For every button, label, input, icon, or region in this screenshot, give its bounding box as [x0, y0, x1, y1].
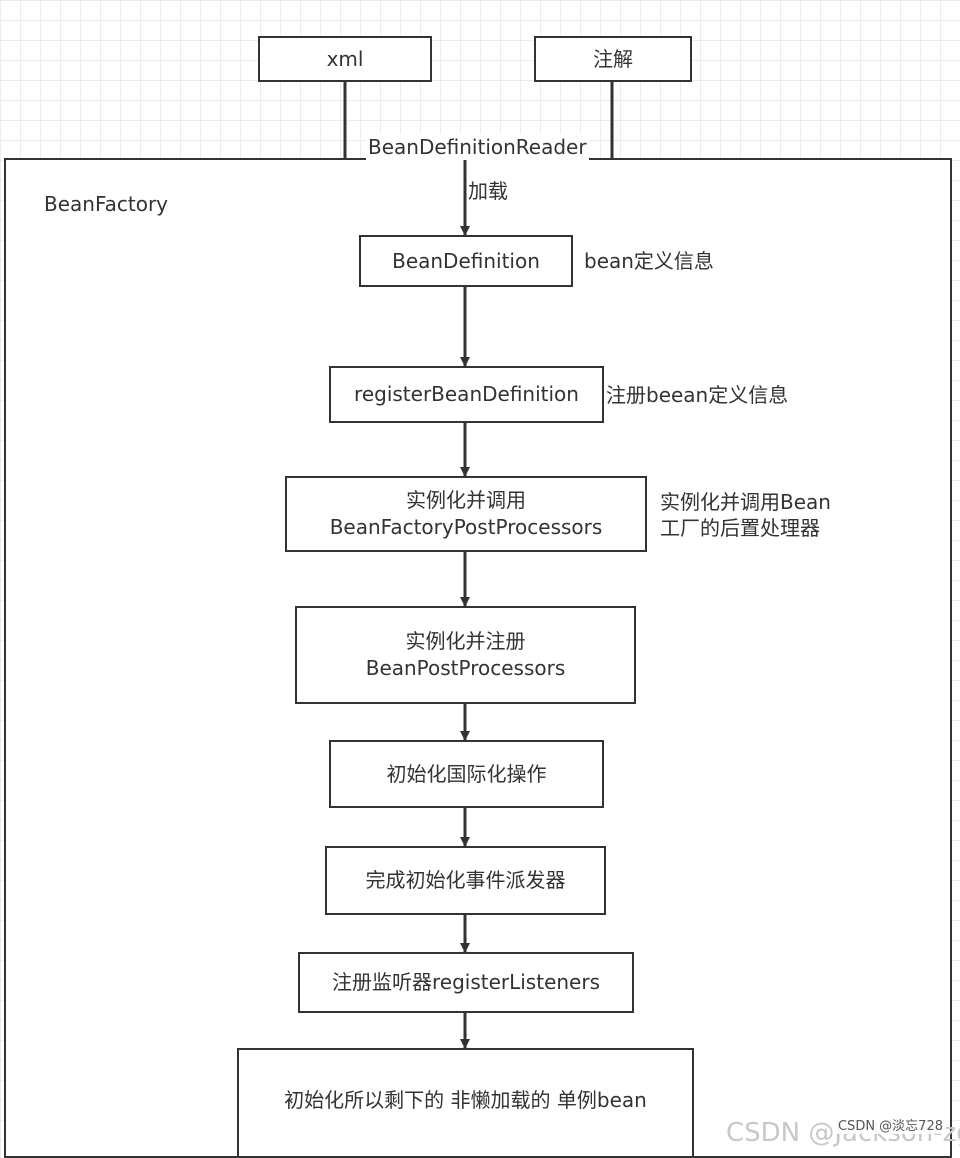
step-box-3: 实例化并调用 BeanFactoryPostProcessors — [285, 476, 647, 552]
step-1-note: bean定义信息 — [584, 248, 714, 274]
step-3-note-line-2: 工厂的后置处理器 — [660, 516, 820, 540]
step-3-line-2: BeanFactoryPostProcessors — [329, 515, 603, 539]
step-7-line-1: 注册监听器registerListeners — [331, 970, 601, 994]
xml-source-box: xml — [258, 36, 432, 82]
step-4-line-1: 实例化并注册 — [405, 629, 526, 653]
csdn-watermark: CSDN @淡忘728 — [834, 1115, 946, 1134]
xml-source-label: xml — [326, 46, 364, 71]
step-3-note-line-1: 实例化并调用Bean — [660, 490, 831, 514]
step-1-line-1: BeanDefinition — [392, 248, 540, 273]
step-box-8: 初始化所以剩下的 非懒加载的 单例bean — [237, 1048, 694, 1158]
step-1-note-line-1: bean定义信息 — [584, 249, 714, 273]
step-2-note-line-1: 注册beean定义信息 — [606, 383, 789, 407]
step-2-note: 注册beean定义信息 — [606, 382, 788, 408]
step-4-line-2: BeanPostProcessors — [365, 656, 566, 680]
annotation-source-box: 注解 — [534, 36, 692, 82]
step-box-1: BeanDefinition — [359, 235, 573, 287]
step-box-7: 注册监听器registerListeners — [298, 952, 634, 1013]
load-label: 加载 — [468, 179, 508, 203]
step-box-5: 初始化国际化操作 — [329, 740, 604, 808]
step-8-line-1: 初始化所以剩下的 非懒加载的 单例bean — [284, 1088, 647, 1112]
step-box-6: 完成初始化事件派发器 — [325, 846, 606, 915]
step-3-line-1: 实例化并调用 — [406, 488, 526, 512]
annotation-source-label: 注解 — [593, 46, 633, 71]
step-5-line-1: 初始化国际化操作 — [386, 761, 547, 786]
step-box-4: 实例化并注册 BeanPostProcessors — [295, 606, 636, 704]
bean-factory-title: BeanFactory — [44, 192, 169, 216]
step-2-line-1: registerBeanDefinition — [354, 382, 579, 406]
step-6-line-1: 完成初始化事件派发器 — [365, 868, 566, 892]
step-box-2: registerBeanDefinition — [329, 366, 604, 423]
bean-definition-reader-label: BeanDefinitionReader — [366, 134, 589, 160]
